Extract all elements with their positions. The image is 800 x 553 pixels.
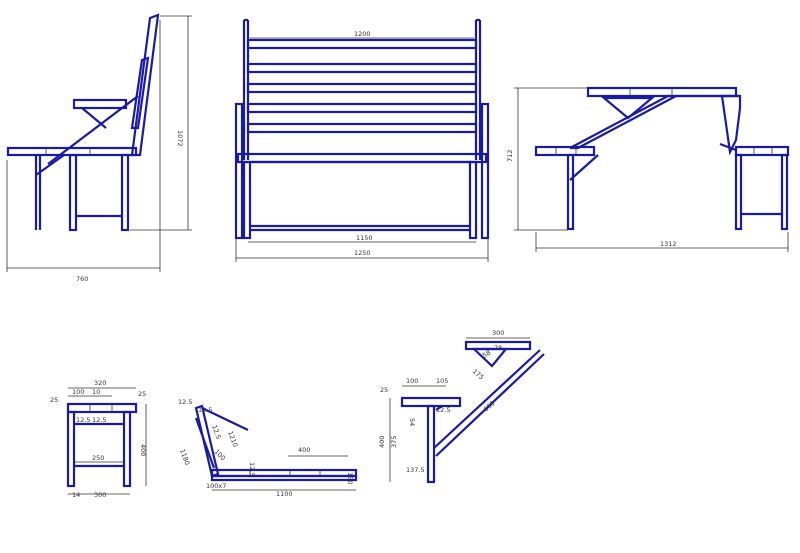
- svg-text:25: 25: [380, 386, 388, 394]
- svg-text:54: 54: [408, 418, 416, 426]
- svg-text:1180: 1180: [178, 448, 191, 466]
- side-brace: [47, 95, 139, 165]
- svg-text:12.5: 12.5: [436, 406, 450, 414]
- svg-text:375: 375: [390, 436, 398, 448]
- svg-text:25: 25: [138, 390, 146, 398]
- side-width-dim: 760: [76, 275, 88, 283]
- svg-text:100: 100: [406, 377, 418, 385]
- svg-text:12.5: 12.5: [92, 416, 106, 424]
- seat-detail: 320 100 10 25 25 12.5 12.5 400 250 300 1…: [50, 379, 147, 499]
- side-height-dim: 1072: [176, 130, 184, 147]
- side-armrest: [72, 98, 128, 110]
- svg-text:400: 400: [139, 444, 147, 456]
- front-seat-width-dim: 1200: [354, 30, 371, 38]
- svg-text:400: 400: [378, 436, 386, 448]
- front-seat: [236, 152, 488, 164]
- front-inner-span-dim: 1150: [356, 234, 373, 242]
- svg-text:250: 250: [92, 454, 104, 462]
- svg-text:320: 320: [94, 379, 106, 387]
- svg-text:400: 400: [298, 446, 310, 454]
- svg-text:300: 300: [94, 491, 106, 499]
- svg-text:100: 100: [72, 388, 84, 396]
- svg-text:300: 300: [492, 329, 504, 337]
- backrest-upright: [194, 404, 220, 478]
- backrest-detail: 12.5 12.5 12.5 1180 1210 100 12.5 400 15…: [178, 398, 358, 498]
- svg-text:1210: 1210: [226, 430, 239, 448]
- svg-text:58: 58: [481, 349, 492, 360]
- table-view: 712 1312: [506, 86, 790, 252]
- side-backrest: [130, 13, 160, 157]
- table-top: [586, 86, 738, 98]
- armrest-detail: 300 78 58 175 100 105 25 54 400 375 660 …: [378, 329, 545, 484]
- svg-text:12.5: 12.5: [76, 416, 90, 424]
- svg-text:12.5: 12.5: [178, 398, 192, 406]
- table-height-dim: 712: [506, 150, 514, 162]
- svg-text:105: 105: [436, 377, 448, 385]
- svg-text:150: 150: [346, 472, 354, 484]
- svg-text:14: 14: [72, 491, 80, 499]
- svg-text:25: 25: [50, 396, 58, 404]
- svg-text:175: 175: [471, 367, 486, 381]
- table-length-dim: 1312: [660, 240, 677, 248]
- svg-text:12.5: 12.5: [248, 462, 256, 476]
- svg-text:12.5: 12.5: [198, 406, 212, 414]
- svg-text:10: 10: [92, 388, 100, 396]
- svg-text:1100: 1100: [276, 490, 293, 498]
- front-view: 1200 1150 1250: [234, 18, 490, 262]
- side-view: 760 1072: [6, 13, 192, 283]
- svg-text:12.5: 12.5: [210, 424, 222, 440]
- svg-text:78: 78: [494, 344, 502, 352]
- svg-text:100x7: 100x7: [206, 482, 226, 490]
- svg-text:137.5: 137.5: [406, 466, 425, 474]
- front-overall-width-dim: 1250: [354, 249, 371, 257]
